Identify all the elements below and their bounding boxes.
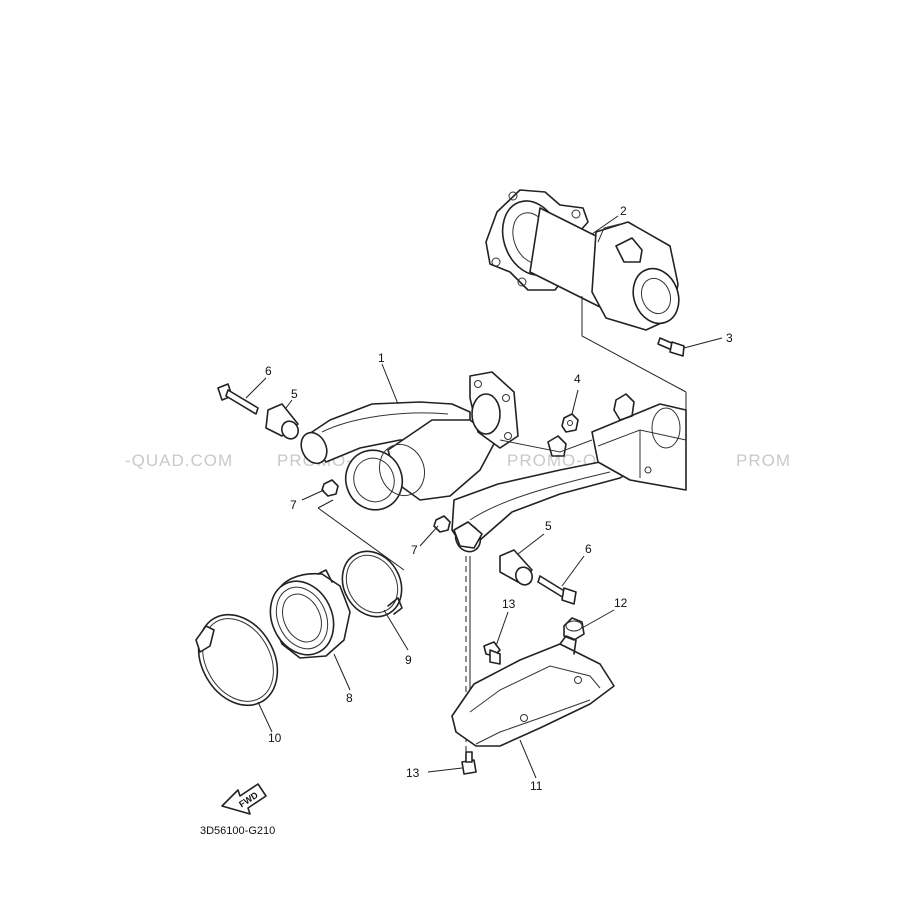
- callout-4: 4: [574, 372, 581, 386]
- callout-12: 12: [614, 596, 628, 610]
- part-2-axle-housing: [485, 189, 680, 331]
- part-7-nut-upper: [321, 479, 339, 497]
- part-13-bolt-upper: [483, 641, 501, 665]
- callout-10: 10: [268, 731, 282, 745]
- callout-9: 9: [405, 653, 412, 667]
- part-9-clamp-band: [341, 550, 403, 618]
- part-1-rear-arm: [300, 371, 687, 553]
- part-8-boot: [269, 569, 351, 659]
- part-6-pivot-bolt-lower: [537, 575, 577, 605]
- part-10-clamp: [195, 613, 279, 707]
- callout-11: 11: [530, 779, 543, 793]
- callout-leader-lines: [245, 215, 723, 779]
- part-3-bolt: [657, 337, 685, 357]
- part-5-collar-lower: [499, 549, 533, 586]
- callout-13-lower: 13: [406, 766, 420, 780]
- callout-7-upper: 7: [290, 498, 297, 512]
- forward-direction-arrow: FWD: [221, 783, 267, 815]
- callout-2: 2: [620, 204, 627, 218]
- drawing-code: 3D56100-G210: [200, 825, 275, 837]
- part-6-pivot-bolt-upper: [217, 383, 259, 415]
- callout-5-lower: 5: [545, 519, 552, 533]
- part-11-skid-plate: [451, 635, 615, 747]
- part-4-nut: [561, 413, 579, 433]
- callout-1: 1: [378, 351, 385, 365]
- watermark-text: PROM: [736, 451, 791, 470]
- part-12-damper: [563, 617, 585, 641]
- callout-6-lower: 6: [585, 542, 592, 556]
- callout-8: 8: [346, 691, 353, 705]
- callout-7-lower: 7: [411, 543, 418, 557]
- callout-3: 3: [726, 331, 733, 345]
- part-5-collar-upper: [265, 403, 299, 440]
- callout-5-upper: 5: [291, 387, 298, 401]
- part-7-nut-lower: [433, 515, 451, 533]
- assembly-reference-lines: [317, 296, 687, 760]
- callout-6-upper: 6: [265, 364, 272, 378]
- part-13-bolt-lower: [461, 751, 477, 775]
- callout-13-upper: 13: [502, 597, 516, 611]
- watermark-text: -QUAD.COM: [125, 451, 233, 470]
- callout-numbers: 1 2 3 4 5 5 6 6 7 7 8 9 10 11 12 13 13: [265, 204, 733, 793]
